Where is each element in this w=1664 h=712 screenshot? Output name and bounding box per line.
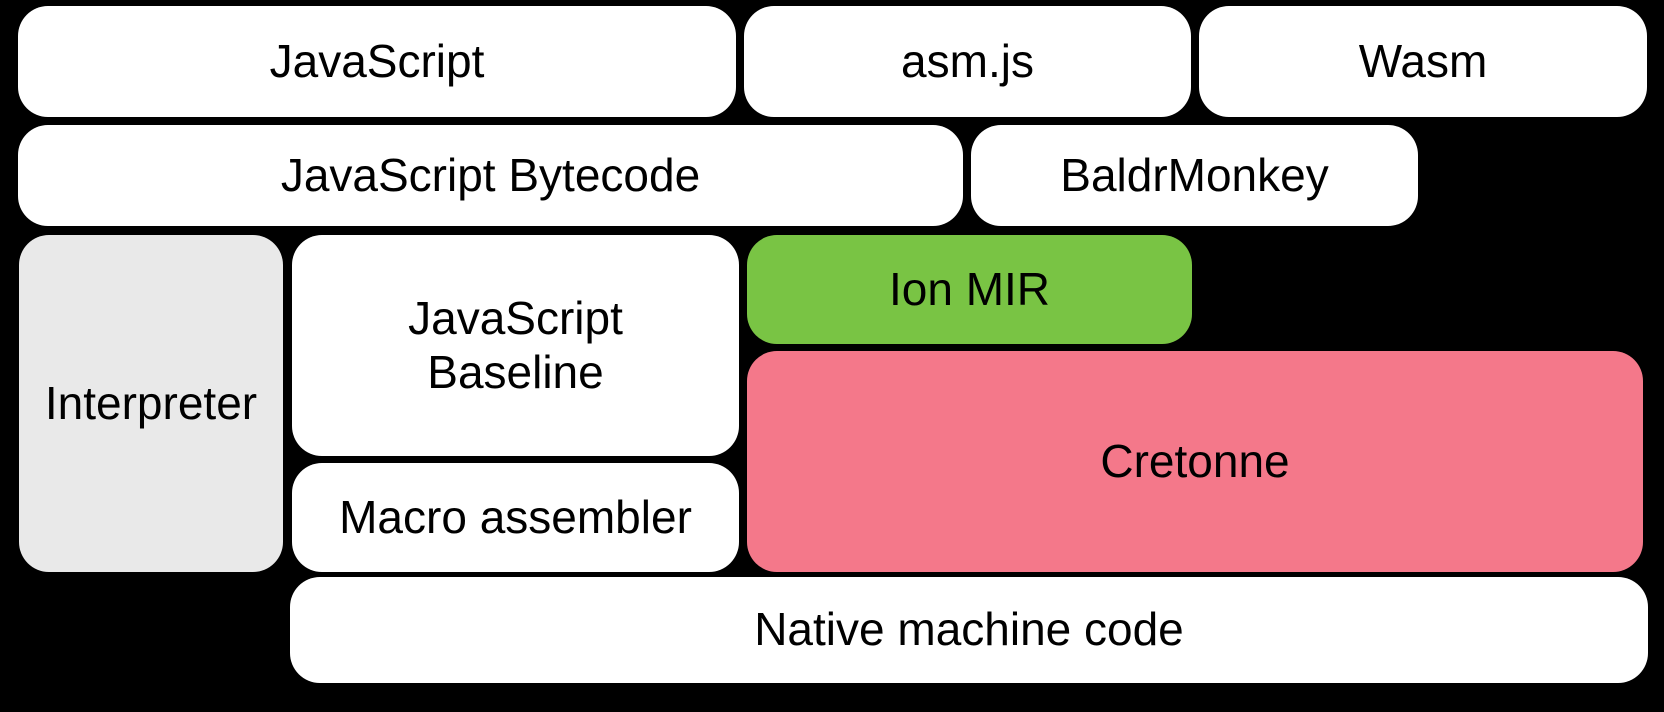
node-javascript: JavaScript xyxy=(18,6,736,117)
node-asmjs-label: asm.js xyxy=(901,34,1034,87)
node-interpreter-label: Interpreter xyxy=(44,376,258,429)
node-javascript-bytecode-label: JavaScript Bytecode xyxy=(280,148,701,201)
node-cretonne: Cretonne xyxy=(747,351,1643,572)
node-native-machine-code-label: Native machine code xyxy=(754,603,1184,656)
node-native-machine-code: Native machine code xyxy=(290,577,1648,683)
node-javascript-baseline-label: JavaScript Baseline xyxy=(408,292,623,398)
node-baldrmonkey-label: BaldrMonkey xyxy=(1060,148,1329,201)
node-asmjs: asm.js xyxy=(744,6,1191,117)
node-macro-assembler: Macro assembler xyxy=(292,463,739,572)
node-cretonne-label: Cretonne xyxy=(1100,434,1290,487)
node-javascript-bytecode: JavaScript Bytecode xyxy=(18,125,963,226)
node-ion-mir: Ion MIR xyxy=(747,235,1192,344)
node-wasm-label: Wasm xyxy=(1358,34,1488,87)
node-javascript-label: JavaScript xyxy=(269,34,485,87)
node-javascript-baseline: JavaScript Baseline xyxy=(292,235,739,456)
node-wasm: Wasm xyxy=(1199,6,1647,117)
node-baldrmonkey: BaldrMonkey xyxy=(971,125,1418,226)
node-ion-mir-label: Ion MIR xyxy=(888,262,1051,315)
node-interpreter: Interpreter xyxy=(19,235,283,572)
node-macro-assembler-label: Macro assembler xyxy=(339,490,692,543)
